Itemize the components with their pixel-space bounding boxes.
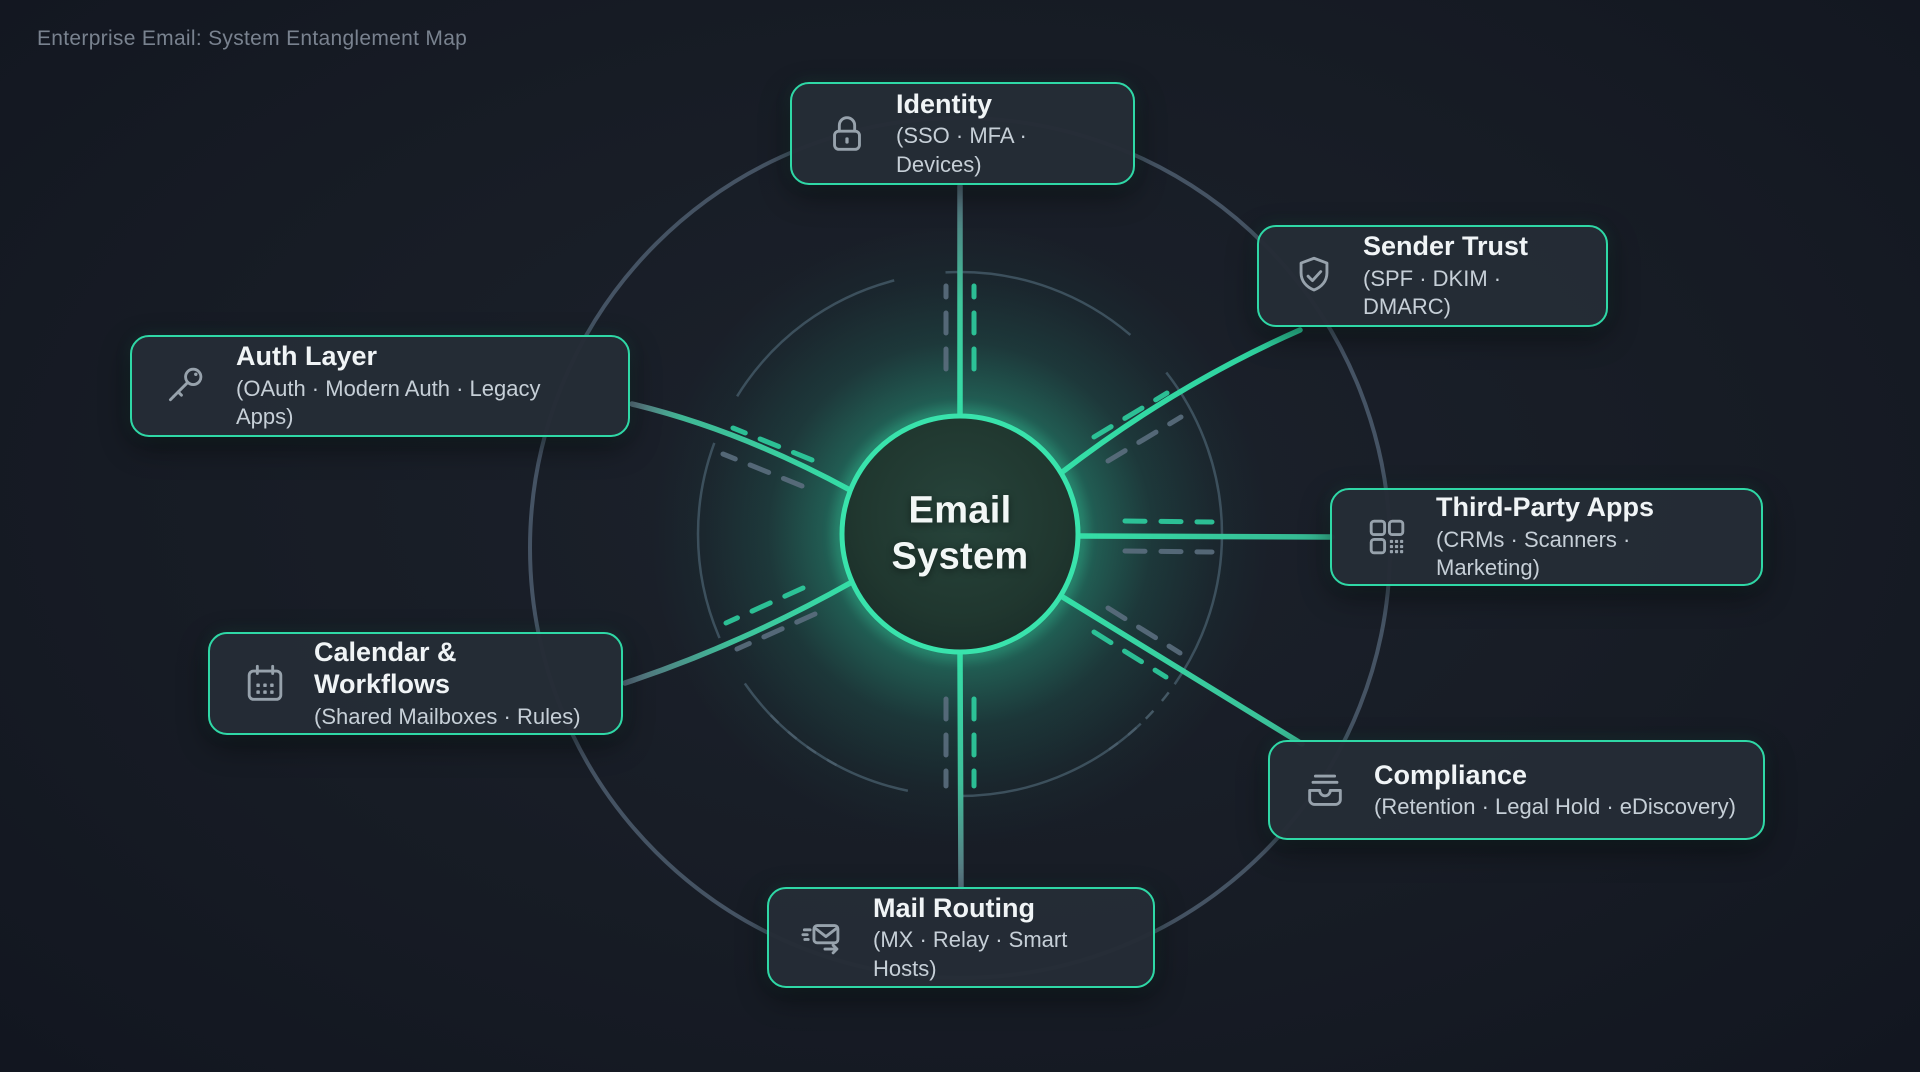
shield-check-icon: [1291, 253, 1337, 299]
link-sender: [1058, 327, 1303, 476]
node-subtitle: (Shared Mailboxes · Rules): [314, 703, 581, 729]
link-third: [1075, 533, 1335, 540]
node-subtitle: (SPF · DKIM · DMARC): [1363, 265, 1502, 320]
node-title: Calendar & Workflows: [314, 636, 457, 700]
calendar-icon: [242, 661, 288, 707]
center-label-line2: System: [891, 535, 1029, 577]
node-title: Identity: [896, 88, 993, 119]
node-subtitle: (CRMs · Scanners · Marketing): [1436, 526, 1631, 581]
node-subtitle: (MX · Relay · Smart Hosts): [873, 927, 1068, 981]
lock-icon: [824, 111, 870, 157]
node-auth-layer: Auth Layer (OAuth · Modern Auth · Legacy…: [130, 335, 630, 437]
node-title: Compliance: [1374, 759, 1528, 790]
link-auth: [629, 401, 853, 493]
node-title: Sender Trust: [1363, 231, 1529, 262]
page-title: Enterprise Email: System Entanglement Ma…: [37, 27, 468, 50]
key-icon: [164, 363, 210, 409]
apps-grid-icon: [1364, 514, 1410, 560]
archive-tray-icon: [1302, 767, 1348, 813]
node-title: Third-Party Apps: [1436, 492, 1655, 523]
link-compliance: [1058, 593, 1305, 747]
node-subtitle: (OAuth · Modern Auth · Legacy Apps): [236, 375, 541, 430]
mail-send-icon: [801, 915, 847, 961]
node-third-party-apps: Third-Party Apps (CRMs · Scanners · Mark…: [1330, 488, 1763, 586]
center-label-line1: Email: [908, 489, 1012, 532]
link-calendar: [622, 579, 855, 686]
link-mail: [957, 649, 964, 891]
node-calendar-workflows: Calendar & Workflows (Shared Mailboxes ·…: [208, 632, 623, 735]
node-subtitle: (Retention · Legal Hold · eDiscovery): [1374, 793, 1736, 819]
center-circle: [839, 413, 1081, 655]
node-sender-trust: Sender Trust (SPF · DKIM · DMARC): [1257, 225, 1608, 327]
node-mail-routing: Mail Routing (MX · Relay · Smart Hosts): [767, 887, 1155, 988]
node-compliance: Compliance (Retention · Legal Hold · eDi…: [1268, 740, 1765, 840]
node-subtitle: (SSO · MFA · Devices): [896, 123, 1027, 177]
node-identity: Identity (SSO · MFA · Devices): [790, 82, 1135, 185]
node-title: Mail Routing: [873, 892, 1035, 923]
center-hub-label: Email System: [892, 488, 1029, 579]
node-title: Auth Layer: [236, 341, 378, 372]
entanglement-dashes: [720, 283, 1215, 789]
